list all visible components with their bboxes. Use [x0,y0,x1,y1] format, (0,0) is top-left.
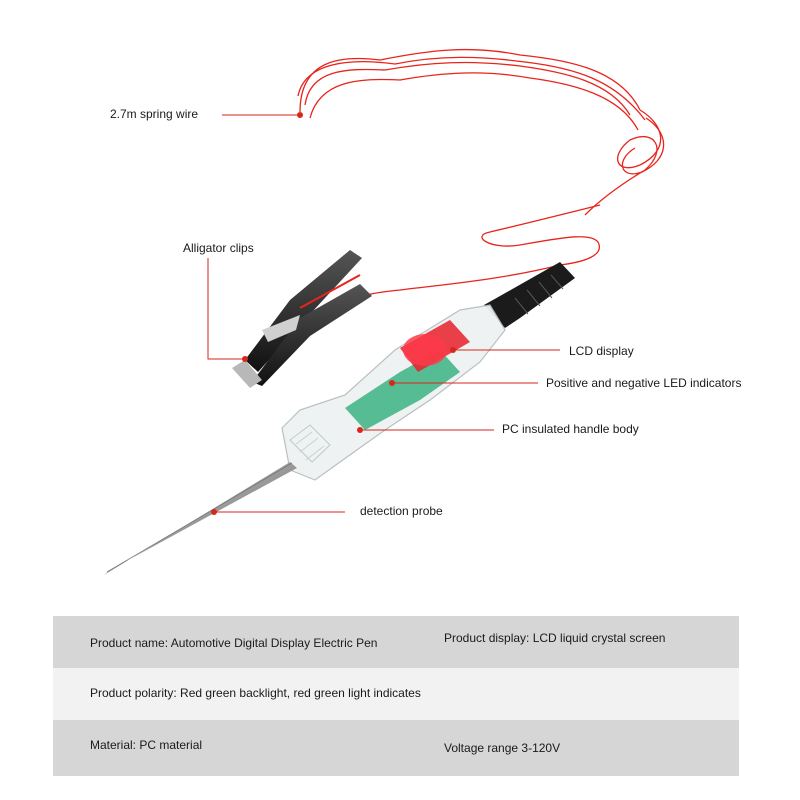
callout-leaders [207,112,560,515]
callout-handle-body: PC insulated handle body [502,422,639,436]
callout-spring-wire: 2.7m spring wire [110,107,199,121]
spec-product-display: Product display: LCD liquid crystal scre… [444,631,666,645]
product-illustration [104,48,665,575]
spec-material: Material: PC material [90,738,203,752]
callout-lcd-display: LCD display [569,344,634,358]
spec-voltage-range: Voltage range 3-120V [444,741,561,755]
tester-body [281,262,575,481]
spec-product-polarity: Product polarity: Red green backlight, r… [90,686,421,700]
callout-detection-probe: detection probe [360,504,443,518]
alligator-clip [232,250,372,388]
spec-product-name: Product name: Automotive Digital Display… [90,636,378,650]
spec-row: Product polarity: Red green backlight, r… [53,668,739,720]
callout-alligator-clips: Alligator clips [183,241,254,255]
spec-table: Product name: Automotive Digital Display… [53,616,739,776]
spec-row: Material: PC material Voltage range 3-12… [53,720,739,776]
spec-row: Product name: Automotive Digital Display… [53,616,739,668]
detection-probe [104,462,297,575]
callout-led-indicators: Positive and negative LED indicators [546,376,742,390]
